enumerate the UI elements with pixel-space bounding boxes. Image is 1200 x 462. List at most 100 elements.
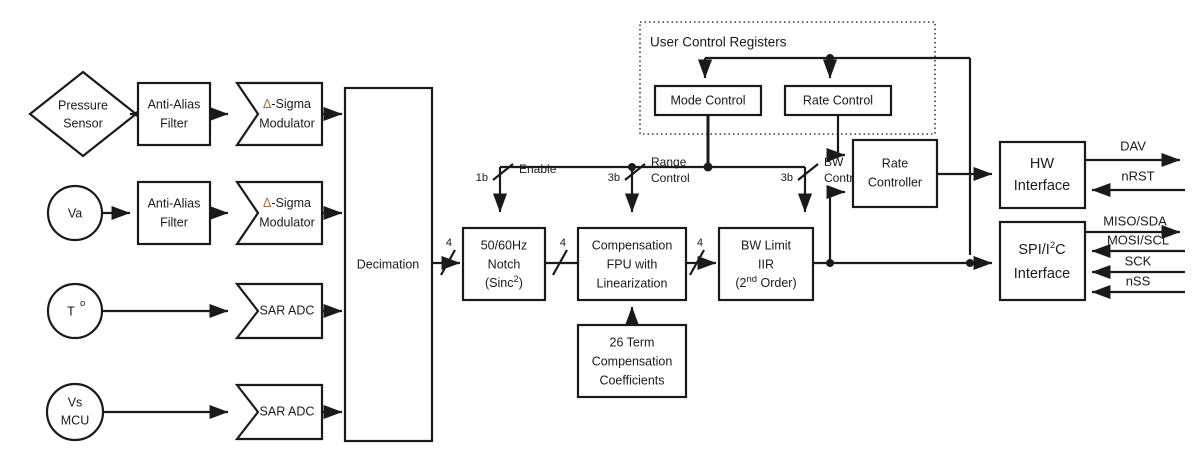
hw-interface-block[interactable]: HW Interface xyxy=(998,140,1087,210)
fpu-label-line2: FPU with xyxy=(607,257,658,271)
rate-controller-label-line2: Controller xyxy=(868,175,922,189)
pressure-sensor-label-line1: Pressure xyxy=(58,98,108,112)
range-control-label-line1: Range xyxy=(651,155,687,169)
compensation-coefficients-block[interactable]: 26 Term Compensation Coefficients xyxy=(576,323,688,399)
spi-i2c-sup: 2 xyxy=(1050,240,1055,251)
bus-width-fpu-out: 4 xyxy=(697,237,703,249)
hw-interface-label-line1: HW xyxy=(1030,156,1054,172)
mod2-label-line1: Δ-Sigma xyxy=(263,196,311,210)
pin-nrst-label: nRST xyxy=(1121,168,1154,183)
spi-suffix-text: C xyxy=(1055,242,1065,258)
decimation-label: Decimation xyxy=(357,257,420,271)
delta-sigma-modulator-2[interactable]: Δ-Sigma Modulator xyxy=(234,180,324,246)
va-source-label: Va xyxy=(68,206,82,220)
range-control-label-line2: Control xyxy=(651,171,690,185)
compensation-fpu-block[interactable]: Compensation FPU with Linearization xyxy=(576,226,688,302)
bus-slash-range-control xyxy=(624,163,646,181)
bus-slash-fpu-out xyxy=(689,249,705,276)
wire-rate-control-to-controller xyxy=(826,115,846,163)
bus-slash-decimation-out xyxy=(440,249,456,276)
pin-mosi-scl: MOSI/SCL xyxy=(1091,232,1185,259)
bw-control-bit-width: 3b xyxy=(781,172,793,184)
notch-label-line3: (Sinc2) xyxy=(485,274,523,291)
bwlimit-label-line1: BW Limit xyxy=(741,238,792,252)
anti-alias-filter-1[interactable]: Anti-Alias Filter xyxy=(136,81,212,147)
notch-label-line1: 50/60Hz xyxy=(481,238,528,252)
mod1-label-line2: Modulator xyxy=(259,116,315,130)
spi-prefix-text: SPI/I xyxy=(1018,242,1049,258)
coeffs-label-line3: Coefficients xyxy=(599,373,664,387)
rate-controller-block[interactable]: Rate Controller xyxy=(851,138,939,209)
coeffs-label-line1: 26 Term xyxy=(610,335,655,349)
aaf2-label-line1: Anti-Alias xyxy=(148,196,201,210)
bus-width-notch-out: 4 xyxy=(560,237,566,249)
wire-bwlimit-to-rate-controller xyxy=(826,184,846,263)
pin-sck: SCK xyxy=(1091,253,1185,280)
bwlimit-order-sup: nd xyxy=(746,274,757,285)
rate-control-label: Rate Control xyxy=(803,93,873,107)
vs-mcu-source[interactable]: Vs MCU xyxy=(45,382,105,442)
pin-miso-sda: MISO/SDA xyxy=(1085,213,1181,240)
bus-width-decimation-out: 4 xyxy=(446,237,452,249)
pressure-sensor[interactable]: Pressure Sensor xyxy=(28,70,138,158)
notch-sinc-sup: 2 xyxy=(514,274,519,285)
range-control-bit-width: 3b xyxy=(608,172,620,184)
mod1-sigma-text: -Sigma xyxy=(271,97,311,111)
rate-control-register[interactable]: Rate Control xyxy=(783,84,893,117)
bus-slash-bw-control xyxy=(797,163,819,181)
notch-label-line2: Notch xyxy=(488,257,521,271)
junction-dot-spi-in xyxy=(966,259,974,267)
pin-miso-sda-label: MISO/SDA xyxy=(1103,213,1167,228)
spi-i2c-label-line2: Interface xyxy=(1014,266,1070,282)
decimation-block[interactable]: Decimation xyxy=(343,86,434,443)
spi-i2c-interface-block[interactable]: SPI/I2C Interface xyxy=(998,220,1087,302)
aaf1-label-line2: Filter xyxy=(160,116,188,130)
sar-adc-1-label: SAR ADC xyxy=(260,303,315,317)
rate-controller-label-line1: Rate xyxy=(882,156,908,170)
notch-sinc-text: (Sinc xyxy=(485,276,513,290)
mode-control-label: Mode Control xyxy=(670,93,745,107)
bwlimit-order-open: (2 xyxy=(735,276,746,290)
sar-adc-2-label: SAR ADC xyxy=(260,404,315,418)
t-source[interactable]: T o xyxy=(46,282,104,340)
mod2-label-line2: Modulator xyxy=(259,215,315,229)
bw-limit-iir-block[interactable]: BW Limit IIR (2nd Order) xyxy=(717,226,815,302)
pin-nrst: nRST xyxy=(1091,168,1185,198)
bwlimit-order-close: Order) xyxy=(757,276,797,290)
bwlimit-label-line3: (2nd Order) xyxy=(735,274,796,291)
sar-adc-2[interactable]: SAR ADC xyxy=(234,383,324,441)
mod1-delta-glyph: Δ xyxy=(263,97,271,111)
user-control-registers-group xyxy=(639,21,936,135)
mod2-sigma-text: -Sigma xyxy=(271,196,311,210)
hw-interface-label-line2: Interface xyxy=(1014,178,1070,194)
pin-nss: nSS xyxy=(1091,273,1185,300)
pin-nss-label: nSS xyxy=(1126,273,1151,288)
fpu-label-line3: Linearization xyxy=(597,276,668,290)
pin-sck-label: SCK xyxy=(1125,253,1152,268)
pin-mosi-scl-label: MOSI/SCL xyxy=(1107,232,1169,247)
bus-slash-notch-out xyxy=(552,249,568,276)
aaf2-label-line2: Filter xyxy=(160,215,188,229)
spi-i2c-label-line1: SPI/I2C xyxy=(1018,240,1065,258)
mod2-delta-glyph: Δ xyxy=(263,196,271,210)
sar-adc-1[interactable]: SAR ADC xyxy=(234,282,324,340)
mode-control-register[interactable]: Mode Control xyxy=(653,84,763,117)
t-source-degree-sup: o xyxy=(80,298,85,309)
pin-dav: DAV xyxy=(1085,138,1181,168)
notch-filter-block[interactable]: 50/60Hz Notch (Sinc2) xyxy=(461,226,547,302)
notch-sinc-close: ) xyxy=(519,276,523,290)
enable-signal-label: Enable xyxy=(519,162,557,176)
delta-sigma-modulator-1[interactable]: Δ-Sigma Modulator xyxy=(234,81,324,147)
mod1-label-line1: Δ-Sigma xyxy=(263,97,311,111)
bwlimit-label-line2: IIR xyxy=(758,257,774,271)
enable-bit-width: 1b xyxy=(476,172,488,184)
coeffs-label-line2: Compensation xyxy=(592,354,673,368)
fpu-label-line1: Compensation xyxy=(592,238,673,252)
bus-slash-enable xyxy=(492,163,514,181)
vs-mcu-label-line1: Vs xyxy=(68,395,83,409)
anti-alias-filter-2[interactable]: Anti-Alias Filter xyxy=(136,180,212,246)
bw-control-label-line1: BW xyxy=(824,155,844,169)
pressure-sensor-label-line2: Sensor xyxy=(63,116,103,130)
va-source[interactable]: Va xyxy=(46,184,104,242)
